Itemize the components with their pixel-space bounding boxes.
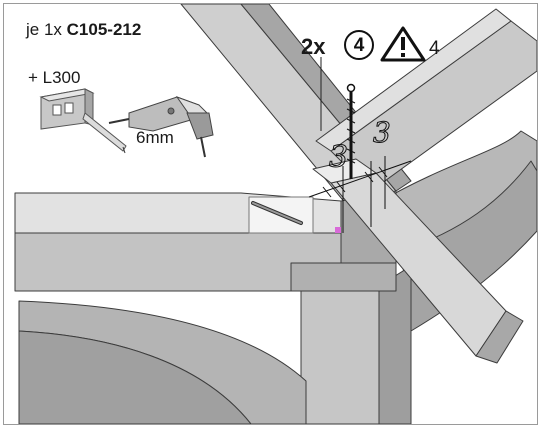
step-circle-badge: 4	[344, 30, 374, 60]
dimension-value-left: 3	[329, 140, 348, 175]
vertical-post-side	[378, 265, 412, 424]
left-curved-brace-face	[18, 330, 252, 424]
tape-measure-icon	[39, 88, 127, 154]
part-header: je 1x C105-212	[26, 20, 141, 40]
warning-count: 4	[429, 38, 440, 59]
post-cap	[290, 262, 397, 292]
part-number: C105-212	[66, 20, 142, 39]
quantity-label: 2x	[301, 34, 326, 59]
drill-icon	[108, 95, 214, 158]
screw-icon	[346, 83, 356, 179]
instruction-frame: 3 3 je 1x C105-212 + L300 6mm 2x 4 4	[3, 3, 538, 425]
dimension-value-right: 3	[373, 116, 391, 149]
front-diagonal-rafter-end	[475, 310, 524, 364]
dimension-marks	[308, 156, 412, 233]
drill-point-marker	[335, 227, 341, 233]
warning-triangle-icon	[380, 26, 426, 62]
header-prefix: je 1x	[26, 20, 62, 39]
extra-part-label: + L300	[28, 68, 81, 87]
vertical-post	[300, 285, 380, 424]
assembly-scene: 3 3	[14, 4, 537, 424]
upper-right-rafter-top	[315, 8, 512, 152]
drill-size-label: 6mm	[136, 128, 174, 147]
